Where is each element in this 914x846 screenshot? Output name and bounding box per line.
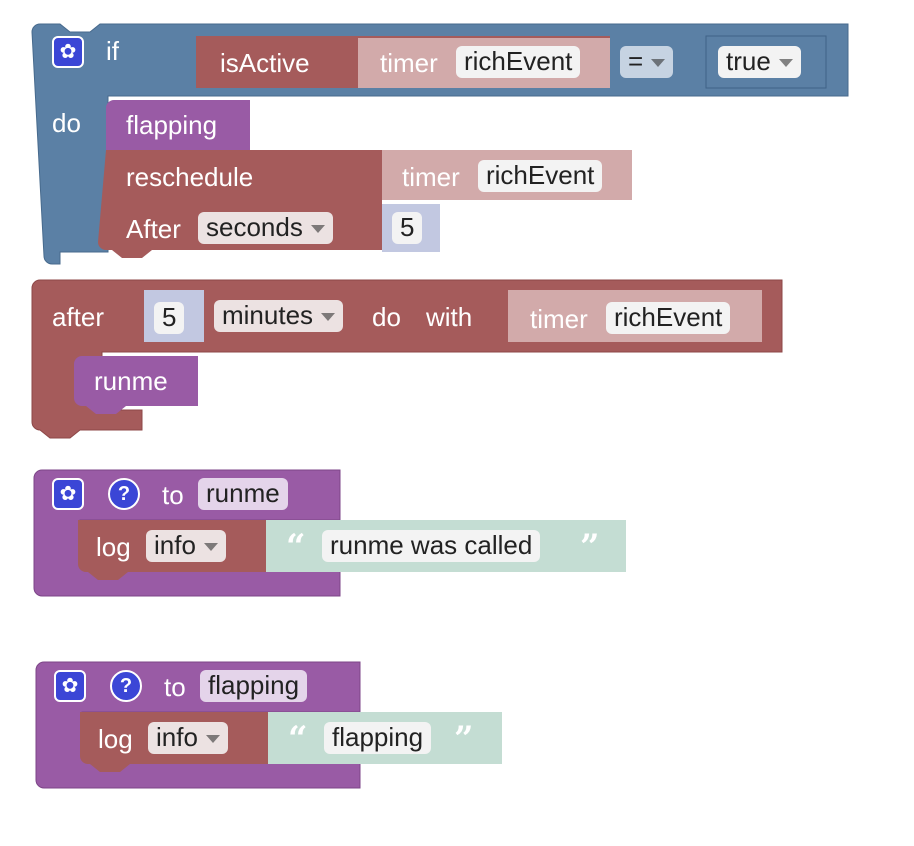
gear-icon[interactable]: ✿	[52, 36, 84, 68]
log-label: log	[98, 724, 133, 754]
timer-label: timer	[380, 48, 438, 78]
minutes-amount-field[interactable]: 5	[154, 302, 185, 334]
open-quote-icon: “	[288, 719, 308, 759]
gear-icon[interactable]: ✿	[54, 670, 86, 702]
log-label: log	[96, 532, 131, 562]
close-quote-icon: ”	[454, 719, 474, 759]
procedure-name-field[interactable]: flapping	[200, 670, 308, 702]
after-timer-variable[interactable]: richEvent	[606, 302, 731, 334]
reschedule-label: reschedule	[126, 162, 254, 192]
open-quote-icon: “	[286, 527, 306, 567]
runme-call-label[interactable]: runme	[94, 366, 168, 396]
gear-icon[interactable]: ✿	[52, 478, 84, 510]
help-icon[interactable]: ?	[108, 478, 140, 510]
isactive-label: isActive	[220, 48, 310, 78]
if-label: if	[106, 36, 119, 66]
reschedule-timer-variable[interactable]: richEvent	[478, 160, 603, 192]
close-quote-icon: ”	[580, 527, 600, 567]
boolean-dropdown[interactable]: true	[718, 46, 801, 78]
seconds-dropdown[interactable]: seconds	[198, 212, 333, 244]
reschedule-timer-label: timer	[402, 162, 460, 192]
after-block-label: after	[52, 302, 105, 332]
log-message-field[interactable]: runme was called	[322, 530, 541, 562]
log-level-dropdown[interactable]: info	[146, 530, 226, 562]
after-label: After	[126, 214, 181, 244]
minutes-dropdown[interactable]: minutes	[214, 300, 344, 332]
to-label: to	[162, 480, 184, 510]
with-label: with	[426, 302, 473, 332]
after-do-label: do	[372, 302, 401, 332]
timer-variable-field[interactable]: richEvent	[456, 46, 581, 78]
log-message-field[interactable]: flapping	[324, 722, 432, 754]
operator-dropdown[interactable]: =	[620, 46, 674, 78]
procedure-name-field[interactable]: runme	[198, 478, 288, 510]
log-level-dropdown[interactable]: info	[148, 722, 228, 754]
do-label: do	[52, 108, 81, 138]
help-icon[interactable]: ?	[110, 670, 142, 702]
to-label: to	[164, 672, 186, 702]
flapping-call-label[interactable]: flapping	[126, 110, 218, 140]
seconds-amount-field[interactable]: 5	[392, 212, 423, 244]
after-timer-label: timer	[530, 304, 588, 334]
